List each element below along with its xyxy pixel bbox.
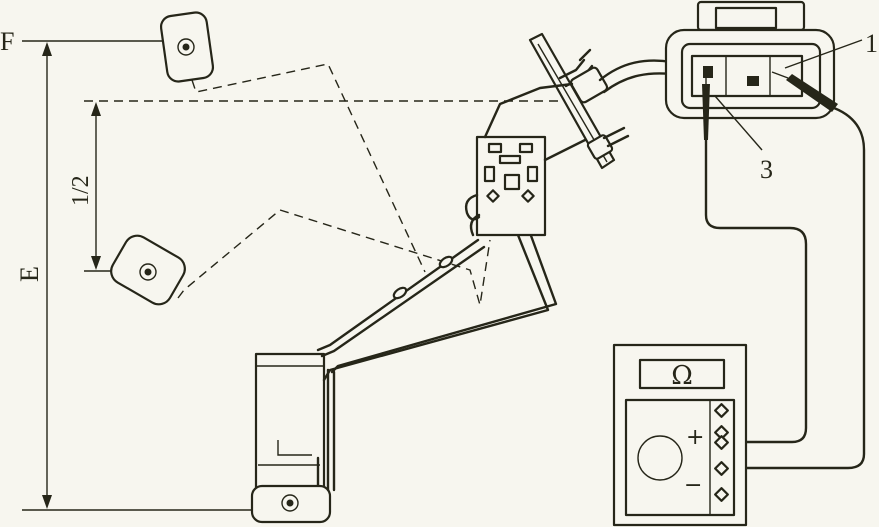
meter-terminal [714, 425, 729, 440]
harness-connector: 1 3 [664, 0, 878, 184]
callout-1-leader [784, 39, 863, 69]
test-probes [702, 70, 838, 140]
half-level-label: 1/2 [68, 175, 94, 206]
arrowhead [91, 102, 101, 116]
left-lead [704, 138, 808, 444]
full-arm-dashed [191, 63, 426, 273]
meter-unit-symbol: Ω [671, 361, 693, 391]
float-empty-position [250, 484, 332, 524]
right-lead [734, 106, 866, 470]
meter-panel [624, 398, 736, 517]
meter-display [638, 358, 726, 390]
sender-unit [464, 135, 547, 237]
callout-3-leader [714, 95, 763, 151]
full-level-label: F [0, 27, 14, 56]
float-arm-ghost-positions [177, 63, 491, 306]
right-probe [786, 74, 838, 112]
arrowhead [91, 256, 101, 270]
meter-dial [637, 435, 683, 481]
meter-terminal [714, 435, 729, 450]
float-housing [254, 352, 326, 492]
arrowhead [42, 42, 52, 56]
tank-flange [483, 32, 630, 170]
float-arm [316, 220, 558, 492]
meter-minus-sign: − [684, 473, 702, 498]
ohmmeter: Ω + − [612, 343, 748, 527]
float-full-position [159, 11, 215, 83]
low-arm-dashed [177, 209, 491, 306]
float-low-position [110, 234, 186, 306]
empty-level-label: E [15, 266, 44, 282]
callout-3-label: 3 [760, 155, 773, 184]
arrowhead [42, 495, 52, 509]
meter-plus-sign: + [686, 425, 704, 450]
meter-terminal [714, 461, 729, 476]
meter-terminal [714, 487, 729, 502]
meter-terminal [714, 403, 729, 418]
callout-1-label: 1 [865, 29, 878, 58]
probe-leads [704, 106, 866, 470]
left-probe [702, 84, 710, 140]
wire-harness [598, 59, 674, 94]
